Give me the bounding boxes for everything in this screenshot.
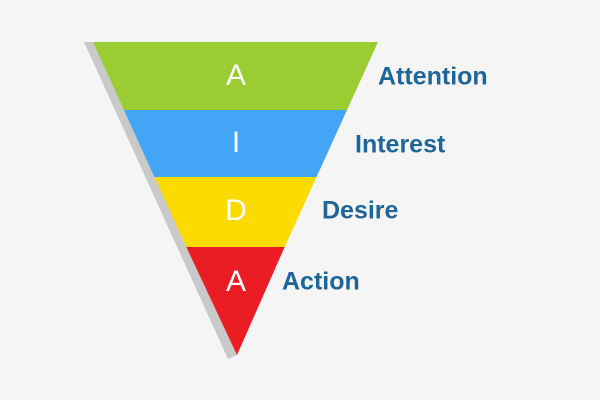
funnel-label-action: Action [282,268,360,296]
funnel-band-interest[interactable] [123,110,348,177]
funnel-band-letter-interest: I [232,126,240,159]
funnel-band-letter-action: A [226,265,246,298]
funnel-band-attention[interactable] [93,42,378,110]
funnel-band-letter-attention: A [226,59,246,92]
funnel-bands-group [93,42,378,355]
funnel-band-action[interactable] [186,247,285,355]
funnel-band-desire[interactable] [154,177,317,247]
funnel-label-desire: Desire [322,197,399,225]
funnel-label-attention: Attention [378,63,488,91]
funnel-drop-shadow [84,42,237,359]
funnel-letters-group: A I D A [225,59,247,298]
funnel-label-interest: Interest [355,131,446,159]
funnel-band-letter-desire: D [225,194,247,227]
